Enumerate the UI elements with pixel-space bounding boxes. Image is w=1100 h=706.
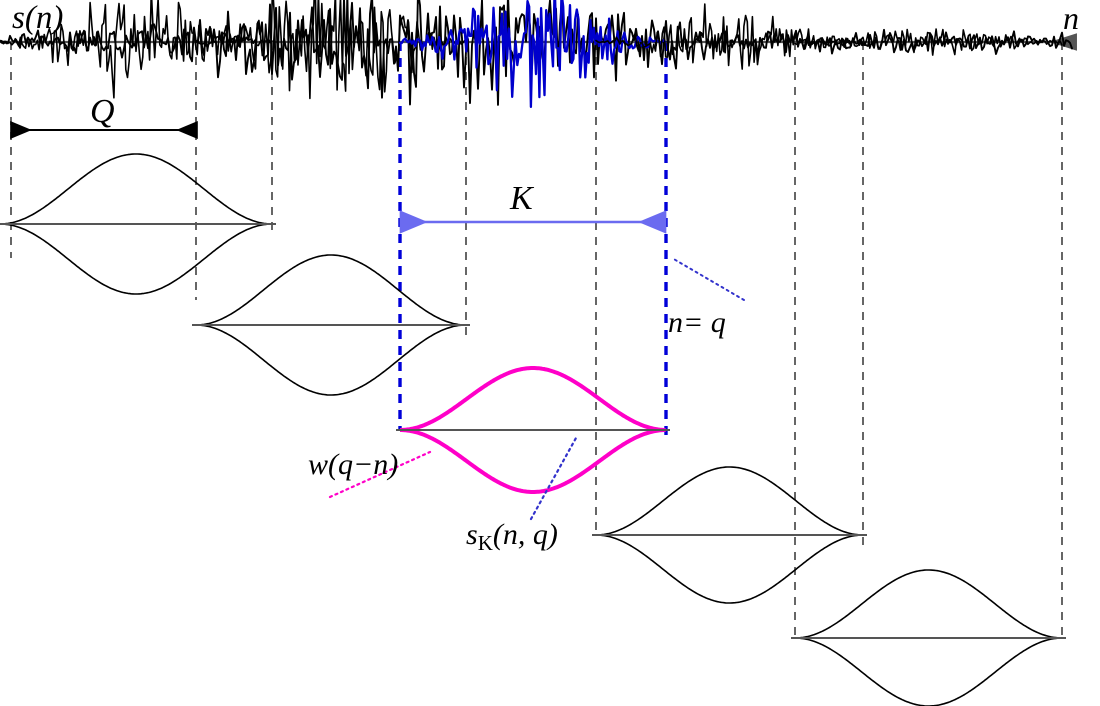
frame-4 xyxy=(592,3,867,604)
position-leader-line xyxy=(671,257,745,301)
frame-3-highlighted xyxy=(396,0,670,494)
frame-1-envelope-upper xyxy=(0,153,272,225)
frame-1-windowed-signal xyxy=(0,0,273,99)
frame-2 xyxy=(192,0,470,396)
frame-3-envelope-lower xyxy=(399,428,666,494)
frame-length-label: K xyxy=(510,180,533,217)
frame-signal-label: sK(n, q) xyxy=(466,520,558,554)
frame-2-envelope-upper xyxy=(196,254,465,326)
frame-signal-leader-line xyxy=(529,436,578,521)
frame-4-envelope-lower xyxy=(596,534,862,604)
frame-1 xyxy=(0,0,276,295)
frame-2-windowed-signal xyxy=(195,0,466,100)
window-function-label: w(q−n) xyxy=(308,448,399,481)
frame-5 xyxy=(791,28,1066,706)
measure-arrows-group xyxy=(10,121,667,234)
axis-n-label: n xyxy=(1063,0,1079,36)
signal-label: s(n) xyxy=(12,0,64,36)
frames-group xyxy=(0,0,1066,706)
frame-3-envelope-upper xyxy=(399,366,666,432)
frame-1-envelope-lower xyxy=(0,223,272,295)
frame-4-windowed-signal xyxy=(595,3,864,70)
hop-length-label: Q xyxy=(90,93,115,130)
annotation-leaders-group xyxy=(328,257,745,521)
frame-2-envelope-lower xyxy=(196,324,465,396)
frame-5-windowed-signal xyxy=(794,28,1063,56)
frame-4-envelope-upper xyxy=(596,466,862,536)
window-leader-line xyxy=(328,450,432,499)
frame-5-envelope-upper xyxy=(795,569,1061,639)
top-signal-waveform xyxy=(0,0,1073,106)
frame-5-envelope-lower xyxy=(795,637,1061,706)
frame-signal-args: (n, q) xyxy=(492,518,558,551)
frame-signal-base: s xyxy=(466,518,478,551)
frame-signal-subscript: K xyxy=(477,530,493,555)
guide-lines-group xyxy=(10,42,1063,640)
frame-3-windowed-signal xyxy=(398,0,667,108)
position-label: n= q xyxy=(668,306,726,339)
